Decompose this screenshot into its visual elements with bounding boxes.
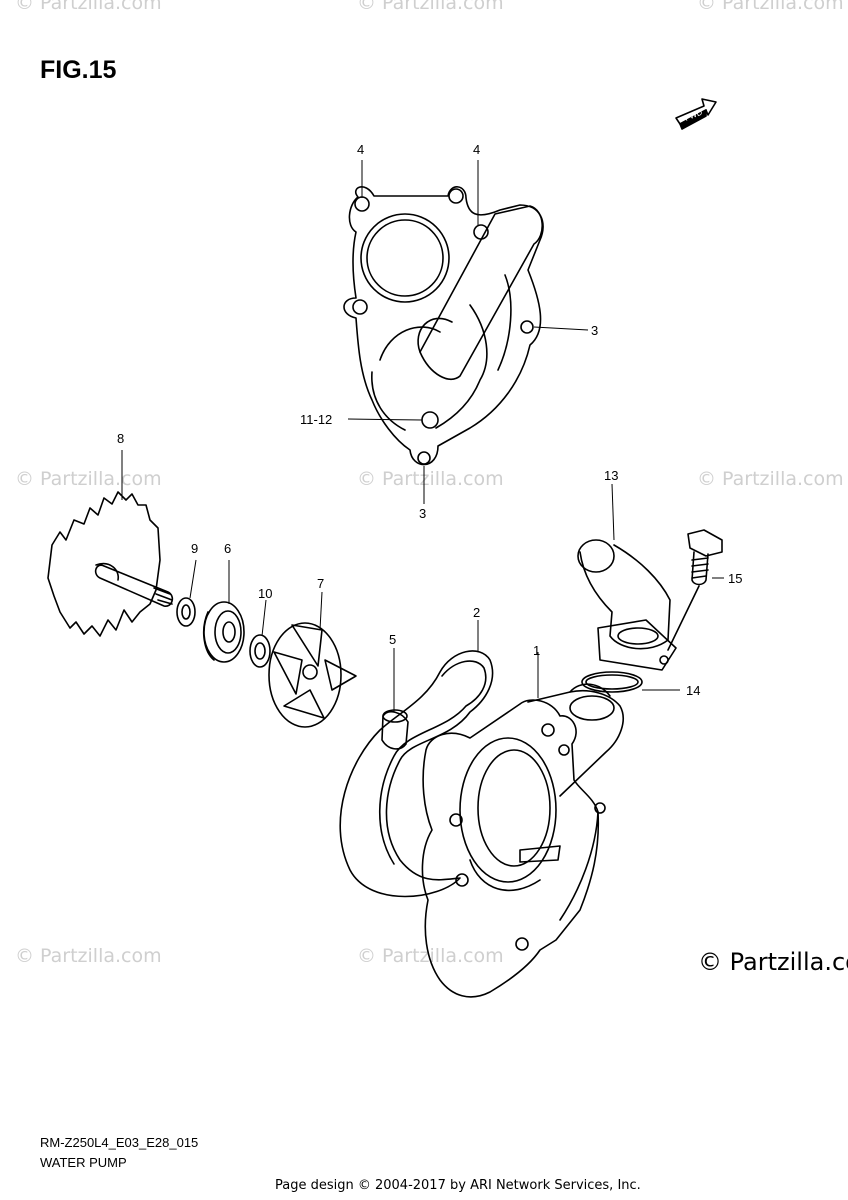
watermark-large: © Partzilla.co	[698, 948, 848, 976]
callout-6: 6	[224, 541, 231, 556]
callout-4b: 4	[473, 142, 480, 157]
callout-14: 14	[686, 683, 700, 698]
diagram-name: WATER PUMP	[40, 1155, 127, 1170]
callout-3b: 3	[419, 506, 426, 521]
figure-title: FIG.15	[40, 56, 117, 84]
o-ring-14	[581, 671, 643, 693]
callout-9: 9	[191, 541, 198, 556]
watermark: © Partzilla.com	[357, 468, 504, 490]
watermark: © Partzilla.com	[15, 945, 162, 967]
impeller-7	[268, 622, 357, 728]
watermark: © Partzilla.com	[357, 945, 504, 967]
callout-11-12: 11-12	[300, 412, 332, 427]
outlet-pipe-13	[577, 539, 677, 671]
page-footer: Page design © 2004-2017 by ARI Network S…	[275, 1178, 641, 1193]
watermark: © Partzilla.com	[357, 0, 504, 14]
fwd-arrow-icon: FWD	[675, 98, 717, 130]
callout-13: 13	[604, 468, 618, 483]
callout-8: 8	[117, 431, 124, 446]
callout-15: 15	[728, 571, 742, 586]
callout-2: 2	[473, 605, 480, 620]
callout-7: 7	[317, 576, 324, 591]
watermark: © Partzilla.com	[15, 0, 162, 14]
callout-1: 1	[533, 643, 540, 658]
bolt-15	[667, 529, 723, 651]
washer-9	[176, 597, 196, 627]
washer-10	[249, 634, 271, 668]
callout-4a: 4	[357, 142, 364, 157]
watermark: © Partzilla.com	[697, 468, 844, 490]
callout-3a: 3	[591, 323, 598, 338]
callout-5: 5	[389, 632, 396, 647]
watermark: © Partzilla.com	[697, 0, 844, 14]
o-ring-2	[339, 650, 494, 898]
model-code: RM-Z250L4_E03_E28_015	[40, 1135, 199, 1150]
pump-body-1	[421, 683, 624, 998]
drive-gear-shaft	[47, 491, 174, 637]
dowel-pin-5	[381, 709, 409, 750]
callout-10: 10	[258, 586, 272, 601]
bearing-6	[202, 601, 245, 663]
pump-cover-gasket	[343, 186, 544, 466]
watermark: © Partzilla.com	[15, 468, 162, 490]
